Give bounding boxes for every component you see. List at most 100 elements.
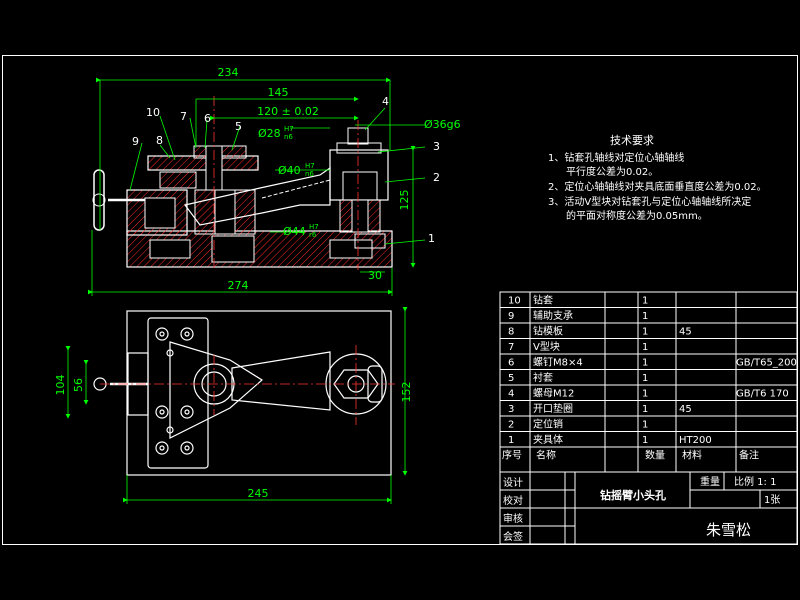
bom-cell-no: 6: [508, 358, 514, 369]
bom-row: 3 开口垫圈 1 45: [508, 402, 692, 415]
locating-pin-stack: [329, 149, 389, 201]
balloon-2: 2: [433, 171, 440, 184]
bom-cell-no: 4: [508, 389, 514, 400]
tb-approve: 会签: [503, 530, 523, 543]
bom-row: 4 螺母M12 1 GB/T6 170: [508, 388, 789, 400]
balloon-6: 6: [204, 112, 211, 125]
bom-cell-material: 45: [679, 404, 692, 415]
bom-cell-qty: 1: [642, 420, 648, 431]
bom-row: 10 钻套 1: [508, 294, 648, 307]
tech-line-3b: 的平面对称度公差为0.05mm。: [566, 209, 708, 222]
balloon-3: 3: [433, 140, 440, 153]
dim-40-fit-top: H7: [305, 162, 315, 170]
tb-check: 校对: [503, 494, 523, 507]
dim-36: Ø36g6: [424, 118, 461, 131]
bom-cell-qty: 1: [642, 311, 648, 322]
bom-cell-qty: 1: [642, 342, 648, 353]
bom-cell-name: 衬套: [533, 371, 553, 384]
tech-line-3: 3、活动V型块对钻套孔与定位心轴轴线所决定: [548, 195, 751, 208]
dim-28: Ø28: [258, 127, 281, 140]
tb-design: 设计: [503, 476, 523, 489]
bom-cell-no: 10: [508, 296, 521, 307]
balloon-4: 4: [382, 95, 389, 108]
bom-cell-qty: 1: [642, 373, 648, 384]
dim-28-fit-bot: n6: [284, 133, 293, 141]
bom-table: [499, 291, 798, 473]
bom-cell-name: 定位销: [533, 418, 563, 431]
handle-knob: [93, 169, 105, 231]
bom-row: 8 钻模板 1 45: [508, 325, 692, 338]
bom-cell-name: V型块: [533, 340, 560, 353]
dim-125: 125: [398, 190, 411, 211]
tb-review: 审核: [503, 512, 523, 525]
bom-row: 2 定位销 1: [508, 418, 648, 431]
bom-cell-no: 5: [508, 373, 514, 384]
bom-cell-material: HT200: [679, 435, 712, 446]
balloon-8: 8: [156, 134, 163, 147]
bom-row: 5 衬套 1: [508, 371, 648, 384]
bom-cell-material: 45: [679, 327, 692, 338]
dim-28-fit-top: H7: [284, 125, 294, 133]
top-view: [93, 310, 395, 476]
dim-40-fit-bot: n6: [305, 170, 314, 178]
bom-header-no: 序号: [502, 449, 522, 462]
dim-152: 152: [400, 382, 413, 403]
v-block-section: [159, 171, 197, 189]
tech-line-2: 2、定位心轴轴线对夹具底面垂直度公差为0.02。: [548, 180, 767, 193]
balloon-7: 7: [180, 110, 187, 123]
dim-44: Ø44: [283, 225, 306, 238]
dim-120: 120 ± 0.02: [257, 105, 319, 118]
bom-cell-name: 螺母M12: [533, 388, 574, 400]
title-block: [499, 471, 798, 545]
tb-weight: 重量: [700, 475, 720, 488]
bom-cell-name: 辅助支承: [533, 309, 573, 322]
balloon-10: 10: [146, 106, 160, 119]
bom-cell-qty: 1: [642, 327, 648, 338]
bom-cell-name: 钻模板: [533, 325, 563, 338]
bom-cell-name: 开口垫圈: [533, 402, 573, 415]
bom-cell-no: 2: [508, 420, 514, 431]
bom-header-note: 备注: [739, 449, 759, 462]
front-section-view: [92, 96, 393, 270]
dim-30: 30: [368, 269, 382, 282]
technical-requirements: 技术要求 1、钻套孔轴线对定位心轴轴线 平行度公差为0.02。 2、定位心轴轴线…: [548, 134, 767, 222]
bom-header-row: 序号 名称 数量 材料 备注: [502, 449, 759, 462]
tb-author: 朱雪松: [706, 521, 751, 539]
bom-header-qty: 数量: [645, 449, 665, 462]
bom-cell-name: 螺钉M8×4: [533, 357, 583, 369]
dim-274: 274: [228, 279, 249, 292]
bom-header-name: 名称: [536, 449, 556, 462]
bom-header-material: 材料: [682, 449, 702, 462]
bom-cell-no: 9: [508, 311, 514, 322]
tech-line-1: 1、钻套孔轴线对定位心轴轴线: [548, 151, 684, 164]
balloon-9: 9: [132, 135, 139, 148]
bom-cell-qty: 1: [642, 404, 648, 415]
bom-cell-no: 3: [508, 404, 514, 415]
top-view-drill-plate: [169, 341, 264, 439]
balloon-5: 5: [235, 120, 242, 133]
balloon-1: 1: [428, 232, 435, 245]
top-view-dimensions: [65, 307, 408, 504]
bom-cell-name: 夹具体: [533, 433, 563, 446]
bom-cell-no: 8: [508, 327, 514, 338]
tech-line-1b: 平行度公差为0.02。: [566, 165, 658, 178]
dim-234: 234: [218, 66, 239, 79]
dim-56: 56: [72, 378, 85, 392]
dim-40: Ø40: [278, 164, 301, 177]
bom-cell-name: 钻套: [533, 294, 553, 307]
dim-104: 104: [54, 375, 67, 396]
dim-145: 145: [268, 86, 289, 99]
bom-cell-qty: 1: [642, 296, 648, 307]
front-view-dimensions: [88, 77, 426, 296]
bom-cell-note: GB/T6 170: [736, 389, 789, 400]
dim-44-fit-top: H7: [309, 223, 319, 231]
bom-cell-qty: 1: [642, 389, 648, 400]
dim-245: 245: [248, 487, 269, 500]
bom-cell-qty: 1: [642, 358, 648, 369]
top-view-base: [126, 310, 392, 476]
swing-arm-outline: [183, 166, 331, 226]
bom-row: 9 辅助支承 1: [508, 309, 648, 322]
